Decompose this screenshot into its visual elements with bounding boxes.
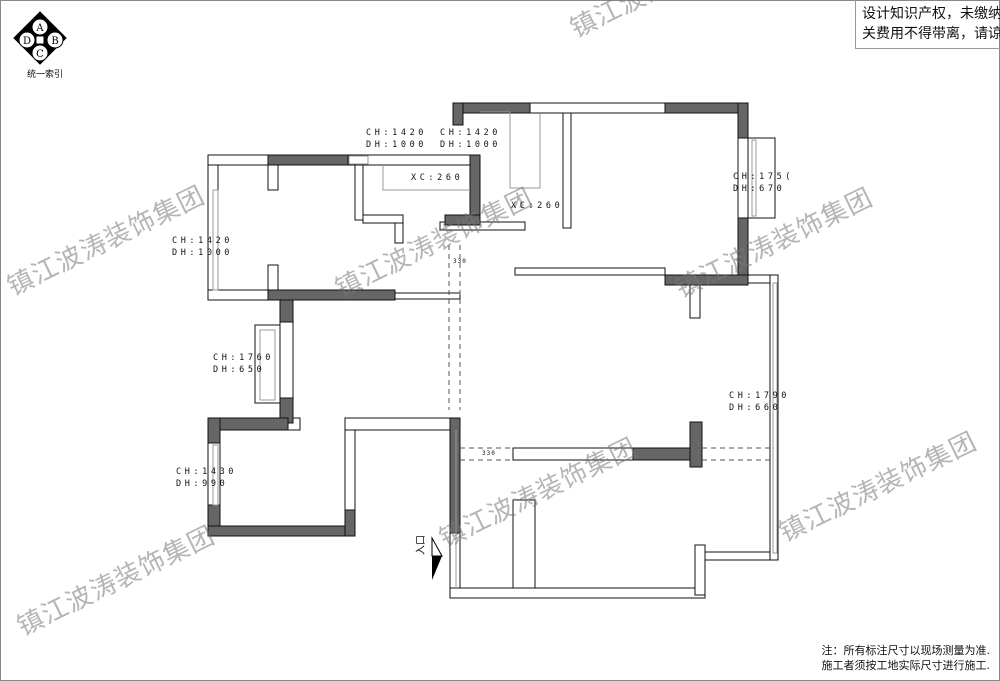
footer-note: 注：所有标注尺寸以现场测量为准. 施工者须按工地实际尺寸进行施工. bbox=[822, 643, 991, 673]
note-line: 注：所有标注尺寸以现场测量为准. bbox=[821, 644, 991, 657]
index-letter-a: A bbox=[35, 23, 44, 34]
notice-line: 关费用不得带离，请谅解 bbox=[862, 26, 1000, 42]
index-symbol bbox=[13, 11, 67, 65]
windows-and-guides bbox=[212, 111, 778, 588]
xc-label: XC:260 bbox=[511, 201, 564, 211]
xc-label: XC:260 bbox=[411, 173, 464, 183]
walls-solid bbox=[207, 102, 749, 537]
beam-label: 330 bbox=[453, 258, 467, 265]
index-label: 统一索引 bbox=[27, 70, 64, 80]
index-letter-d: D bbox=[23, 36, 31, 47]
index-letter-b: B bbox=[51, 36, 58, 47]
copyright-notice: 设计知识产权，未缴纳相 关费用不得带离，请谅解 bbox=[855, 0, 1000, 49]
note-line: 施工者须按工地实际尺寸进行施工. bbox=[821, 659, 991, 672]
beam-dashes bbox=[448, 245, 770, 461]
notice-line: 设计知识产权，未缴纳相 bbox=[862, 6, 1000, 22]
dim-label: CH:175(DH:670 bbox=[733, 172, 795, 194]
index-letter-c: C bbox=[36, 49, 44, 60]
entrance-label: 入口 bbox=[416, 535, 427, 555]
entrance-arrow-icon bbox=[431, 536, 443, 580]
beam-label: 330 bbox=[482, 450, 496, 457]
